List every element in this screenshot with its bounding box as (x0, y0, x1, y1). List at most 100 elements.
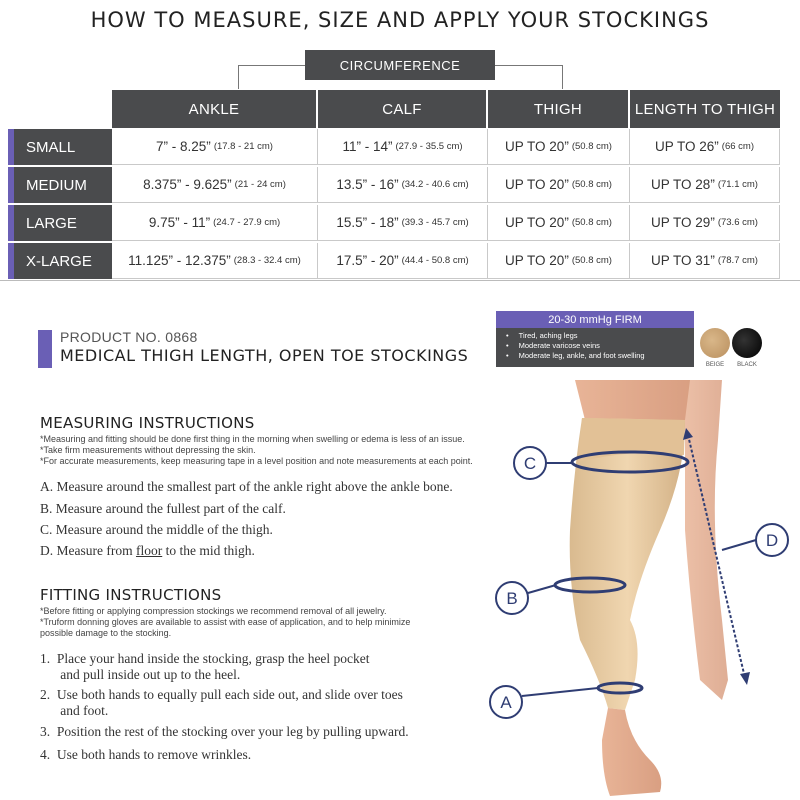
step-line: 1. Place your hand inside the stocking, … (40, 651, 370, 666)
firmness-label: 20-30 mmHg FIRM (496, 311, 694, 328)
value-in: UP TO 29” (651, 215, 715, 230)
marker-line (527, 584, 557, 594)
arrow-head-bottom (740, 672, 750, 685)
cell-thigh: UP TO 20”(50.8 cm) (488, 167, 630, 203)
circumference-header: CIRCUMFERENCE (305, 50, 495, 80)
value-in: 9.75” - 11” (148, 215, 211, 230)
indication-item: Tired, aching legs (506, 331, 694, 341)
value-in: 15.5” - 18” (336, 215, 399, 230)
cell-thigh: UP TO 20”(50.8 cm) (488, 205, 630, 241)
cell-calf: 17.5” - 20”(44.4 - 50.8 cm) (318, 243, 488, 279)
row-accent (8, 167, 14, 203)
value-in: UP TO 26” (655, 139, 719, 154)
bracket-left (238, 65, 305, 89)
leg-illustration: C B A D (489, 380, 789, 796)
swatch-label-beige: BEIGE (705, 362, 725, 368)
marker-c: C (513, 446, 547, 480)
fitting-step-1: 1. Place your hand inside the stocking, … (40, 651, 370, 683)
value-cm: (78.7 cm) (717, 255, 758, 266)
size-label: LARGE (8, 205, 112, 241)
bracket-right (495, 65, 563, 89)
row-accent (8, 205, 14, 241)
measuring-title: MEASURING INSTRUCTIONS (40, 414, 255, 432)
size-label: SMALL (8, 129, 112, 165)
row-accent (8, 243, 14, 279)
value-in: 11.125” - 12.375” (128, 253, 231, 268)
value-cm: (50.8 cm) (571, 217, 612, 228)
product-name: MEDICAL THIGH LENGTH, OPEN TOE STOCKINGS (60, 346, 469, 365)
value-cm: (39.3 - 45.7 cm) (401, 217, 469, 228)
marker-a: A (489, 685, 523, 719)
cell-length: UP TO 28”(71.1 cm) (630, 167, 780, 203)
value-in: UP TO 20” (505, 215, 569, 230)
size-label: X-LARGE (8, 243, 112, 279)
cell-calf: 13.5” - 16”(34.2 - 40.6 cm) (318, 167, 488, 203)
step-line: and pull inside out up to the heel. (40, 667, 241, 682)
fitting-step-4: 4. Use both hands to remove wrinkles. (40, 747, 251, 763)
indications-list: Tired, aching legs Moderate varicose vei… (496, 328, 694, 361)
value-cm: (73.6 cm) (717, 217, 758, 228)
measuring-step-d: D. Measure from floor to the mid thigh. (40, 543, 255, 559)
cell-length: UP TO 29”(73.6 cm) (630, 205, 780, 241)
marker-b: B (495, 581, 529, 615)
value-cm: (28.3 - 32.4 cm) (233, 255, 301, 266)
cell-ankle: 11.125” - 12.375”(28.3 - 32.4 cm) (112, 243, 318, 279)
indication-item: Moderate varicose veins (506, 341, 694, 351)
measuring-note: *Measuring and fitting should be done fi… (40, 434, 465, 444)
indication-item: Moderate leg, ankle, and foot swelling (506, 351, 694, 361)
row-accent (8, 129, 14, 165)
cell-thigh: UP TO 20”(50.8 cm) (488, 243, 630, 279)
swatch-label-black: BLACK (737, 362, 757, 368)
measuring-step-c: C. Measure around the middle of the thig… (40, 522, 273, 537)
value-in: UP TO 31” (651, 253, 715, 268)
marker-d: D (755, 523, 789, 557)
marker-line (521, 687, 599, 697)
step-line: 4. Use both hands to remove wrinkles. (40, 747, 252, 762)
value-cm: (50.8 cm) (571, 141, 612, 152)
cell-ankle: 9.75” - 11”(24.7 - 27.9 cm) (112, 205, 318, 241)
marker-label: D (766, 531, 778, 550)
marker-line (721, 539, 757, 551)
fitting-step-2: 2. Use both hands to equally pull each s… (40, 687, 403, 719)
cell-calf: 11” - 14”(27.9 - 35.5 cm) (318, 129, 488, 165)
value-in: 7” - 8.25” (156, 139, 211, 154)
black-swatch (732, 328, 762, 358)
measuring-step-b: B. Measure around the fullest part of th… (40, 501, 286, 516)
product-number: PRODUCT NO. 0868 (60, 329, 198, 345)
step-text: D. Measure from (40, 543, 136, 558)
thigh-skin (575, 380, 690, 420)
foot (602, 708, 662, 796)
value-cm: (50.8 cm) (571, 255, 612, 266)
firmness-box: 20-30 mmHg FIRM Tired, aching legs Moder… (496, 311, 694, 367)
value-in: 17.5” - 20” (336, 253, 399, 268)
marker-label: C (524, 454, 536, 473)
header-thigh: THIGH (488, 90, 628, 128)
value-in: UP TO 28” (651, 177, 715, 192)
cell-ankle: 7” - 8.25”(17.8 - 21 cm) (112, 129, 318, 165)
back-leg (685, 380, 728, 700)
arrow-head-top (683, 428, 693, 440)
value-cm: (44.4 - 50.8 cm) (401, 255, 469, 266)
cell-calf: 15.5” - 18”(39.3 - 45.7 cm) (318, 205, 488, 241)
marker-label: A (500, 693, 512, 712)
value-cm: (21 - 24 cm) (234, 179, 286, 190)
size-table: ANKLE CALF THIGH LENGTH TO THIGH SMALL 7… (8, 90, 780, 280)
fitting-title: FITTING INSTRUCTIONS (40, 586, 222, 604)
cell-thigh: UP TO 20”(50.8 cm) (488, 129, 630, 165)
cell-length: UP TO 31”(78.7 cm) (630, 243, 780, 279)
step-line: and foot. (40, 703, 109, 718)
measuring-note: *Take firm measurements without depressi… (40, 445, 256, 455)
divider (0, 280, 800, 281)
value-cm: (50.8 cm) (571, 179, 612, 190)
table-row: SMALL 7” - 8.25”(17.8 - 21 cm) 11” - 14”… (8, 129, 780, 165)
value-cm: (17.8 - 21 cm) (213, 141, 273, 152)
table-row: LARGE 9.75” - 11”(24.7 - 27.9 cm) 15.5” … (8, 205, 780, 241)
cell-ankle: 8.375” - 9.625”(21 - 24 cm) (112, 167, 318, 203)
stocking-band (578, 418, 685, 462)
header-ankle: ANKLE (112, 90, 316, 128)
stocking (569, 418, 686, 710)
measuring-note: *For accurate measurements, keep measuri… (40, 456, 473, 466)
step-line: 2. Use both hands to equally pull each s… (40, 687, 403, 702)
fitting-note: *Truform donning gloves are available to… (40, 617, 411, 627)
length-arrow (687, 434, 746, 679)
